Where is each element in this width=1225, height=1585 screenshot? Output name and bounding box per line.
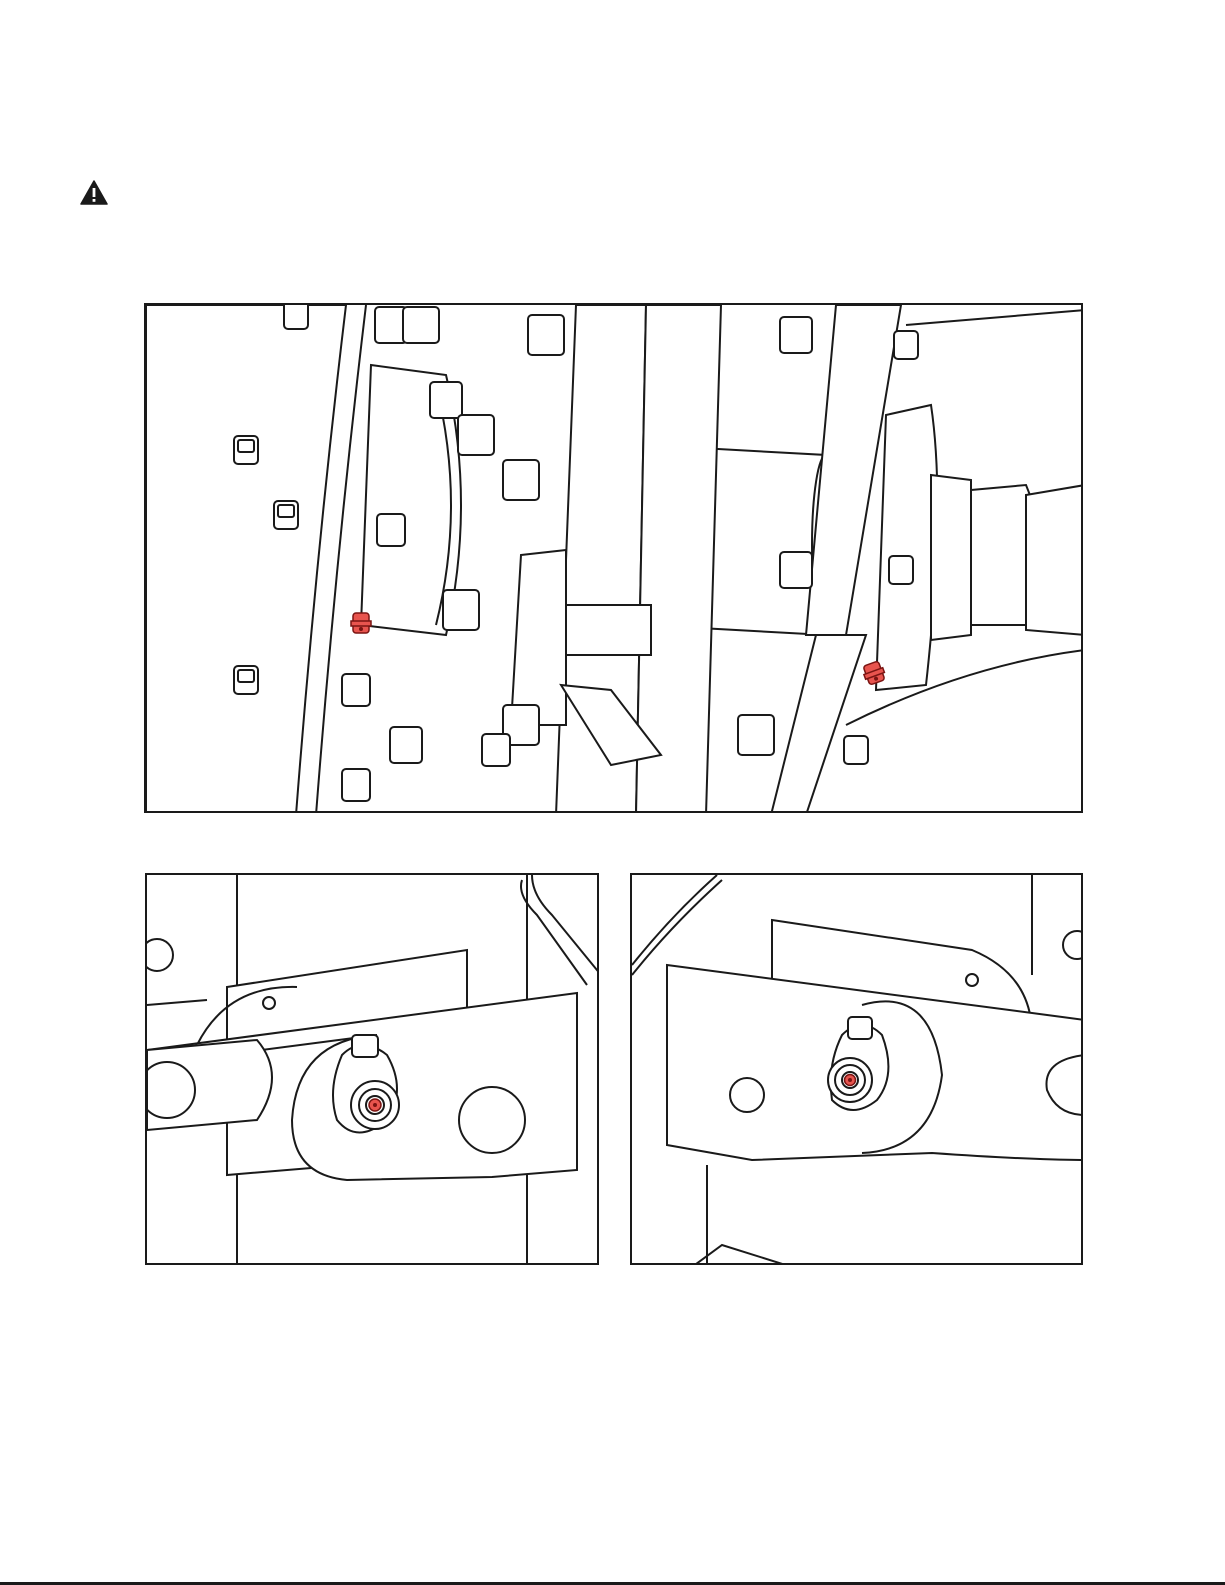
right-pivot-arm-illustration: [630, 873, 1083, 1265]
left-pivot-arm-illustration: [145, 873, 599, 1265]
grease-fitting-icon: [845, 1075, 856, 1086]
grease-fitting-icon: [351, 613, 371, 633]
rotor-assembly-illustration: [144, 303, 1083, 813]
grease-fitting-icon: [369, 1099, 381, 1111]
warning-triangle-icon: [80, 180, 108, 205]
